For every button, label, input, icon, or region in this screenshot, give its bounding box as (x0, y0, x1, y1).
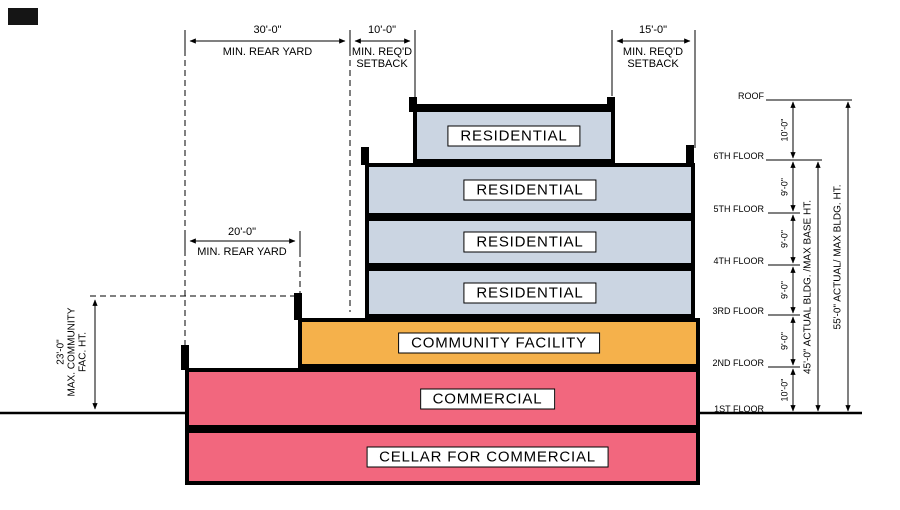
floor-label-roof: ROOF (738, 91, 764, 101)
parapet-5th-roof-left (361, 147, 369, 165)
block-residential-3rd: RESIDENTIAL (365, 267, 695, 318)
block-label-community-facility: COMMUNITY FACILITY (398, 332, 600, 354)
floor-label-2nd: 2ND FLOOR (712, 358, 764, 368)
block-label-commercial: COMMERCIAL (419, 388, 556, 409)
dim-rear-yard-30-value: 30'-0" (253, 24, 282, 36)
parapet-6th-roof-right (686, 145, 694, 165)
dim-setback-15-label-1: MIN. REQ'D (622, 46, 684, 58)
floor-label-5th: 5TH FLOOR (713, 204, 764, 214)
parapet-top-floor-right (607, 97, 615, 112)
dim-max-height-55-label: 55'-0" ACTUAL/ MAX BLDG. HT. (832, 184, 844, 330)
dim-setback-15-label-2: SETBACK (627, 58, 679, 70)
parapet-top-floor-left (409, 97, 417, 112)
dim-community-height-value: 23'-0" (55, 339, 67, 365)
block-label-residential-4th: RESIDENTIAL (463, 231, 597, 253)
dim-height-2nd-1st: 10'-0" (779, 378, 790, 402)
block-label-residential-5th: RESIDENTIAL (463, 179, 597, 201)
dim-setback-10-value: 10'-0" (367, 24, 397, 36)
block-residential-6th: RESIDENTIAL (413, 104, 615, 163)
block-residential-5th: RESIDENTIAL (365, 163, 695, 217)
dim-setback-10-label-2: SETBACK (356, 58, 408, 70)
block-label-residential-3rd: RESIDENTIAL (463, 282, 597, 303)
dim-height-4th-3rd: 9'-0" (779, 281, 790, 299)
corner-mark (8, 8, 38, 25)
block-label-residential-6th: RESIDENTIAL (447, 125, 581, 146)
block-residential-4th: RESIDENTIAL (365, 217, 695, 267)
dim-rear-yard-30-label: MIN. REAR YARD (222, 46, 313, 58)
dim-community-height-text-2: FAC. HT. (77, 331, 89, 373)
block-commercial: COMMERCIAL (185, 368, 700, 429)
dim-height-3rd-2nd: 9'-0" (779, 332, 790, 350)
block-cellar: CELLAR FOR COMMERCIAL (185, 429, 700, 485)
dim-setback-15-value: 15'-0" (638, 24, 668, 36)
dim-height-6th-5th: 9'-0" (779, 178, 790, 196)
dim-rear-yard-20-label: MIN. REAR YARD (197, 246, 287, 258)
floor-label-4th: 4TH FLOOR (713, 256, 764, 266)
parapet-community-left (294, 293, 302, 320)
dim-height-5th-4th: 9'-0" (779, 230, 790, 248)
block-community-facility: COMMUNITY FACILITY (298, 318, 700, 368)
floor-label-3rd: 3RD FLOOR (712, 306, 764, 316)
dim-community-height-label: 23'-0" MAX. COMMUNITY FAC. HT. (56, 308, 89, 397)
parapet-commercial-left (181, 345, 189, 370)
dim-rear-yard-20-value: 20'-0" (227, 226, 257, 238)
dim-height-roof-6th: 10'-0" (779, 118, 790, 142)
floor-label-1st: 1ST FLOOR (714, 404, 764, 414)
dim-community-height-text-1: MAX. COMMUNITY (66, 307, 78, 397)
block-label-cellar: CELLAR FOR COMMERCIAL (366, 446, 609, 468)
floor-label-6th: 6TH FLOOR (713, 151, 764, 161)
dim-setback-10-label-1: MIN. REQ'D (351, 46, 413, 58)
dim-base-height-45-label: 45'-0" ACTUAL BLDG. /MAX BASE HT. (802, 199, 814, 375)
